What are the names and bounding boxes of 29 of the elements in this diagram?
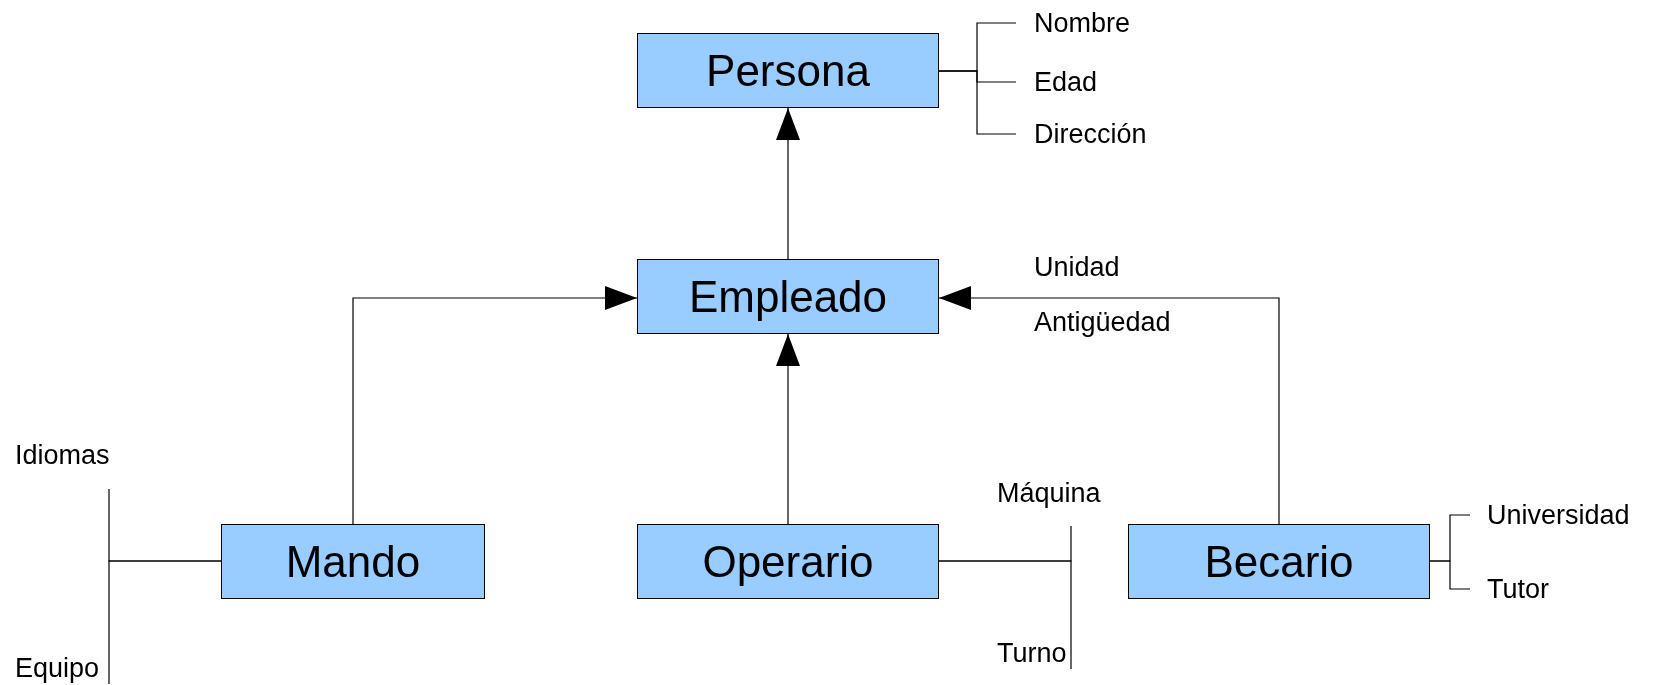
class-box xyxy=(637,524,939,599)
attribute-line xyxy=(1429,560,1471,590)
attribute-name: Turno xyxy=(997,638,1067,669)
inheritance-arrow xyxy=(352,286,638,525)
attribute-line xyxy=(938,560,1072,670)
attribute-name: Dirección xyxy=(1034,118,1147,150)
attribute-name: Equipo xyxy=(15,653,100,684)
attribute-line xyxy=(108,560,222,685)
attribute-name: Idiomas xyxy=(15,440,110,471)
attribute-name: Antigüedad xyxy=(1034,307,1171,338)
class-name: Becario xyxy=(1204,536,1354,587)
class-box xyxy=(221,524,485,599)
attribute-line xyxy=(938,70,1017,135)
attribute-name: Edad xyxy=(1034,66,1098,98)
class-box xyxy=(637,33,939,108)
attribute-name: Tutor xyxy=(1487,573,1549,605)
class-box xyxy=(1128,524,1430,599)
class-name: Mando xyxy=(285,536,421,587)
inheritance-arrow xyxy=(938,286,1280,525)
class-name: Operario xyxy=(702,536,874,587)
class-box xyxy=(637,259,939,334)
class-name: Persona xyxy=(706,45,870,96)
attribute-name: Universidad xyxy=(1487,499,1630,531)
inheritance-arrow xyxy=(776,107,800,260)
attribute-name: Nombre xyxy=(1034,7,1131,39)
attribute-name: Unidad xyxy=(1034,252,1120,283)
attribute-name: Máquina xyxy=(997,478,1101,509)
inheritance-arrow xyxy=(776,333,800,525)
class-name: Empleado xyxy=(688,271,888,322)
